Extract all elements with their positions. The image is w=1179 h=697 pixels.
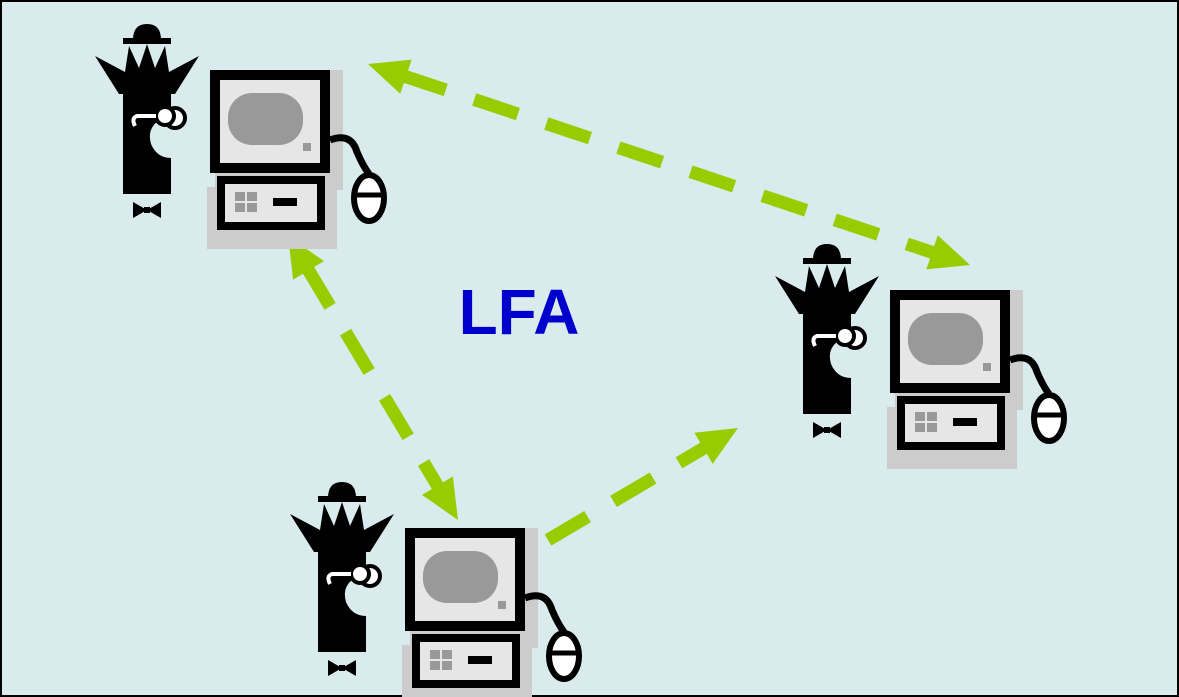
link-line-workstation-bottom-to-workstation-right [544, 440, 711, 546]
arrowhead-workstation-top-left [368, 59, 412, 94]
link-line-workstation-top-left-to-workstation-right [400, 69, 938, 260]
links [288, 59, 970, 546]
link-line-workstation-top-left-to-workstation-bottom [300, 263, 446, 493]
arrowhead-workstation-right [694, 428, 738, 464]
arrowhead-workstation-right [926, 235, 970, 270]
center-label: LFA [459, 276, 580, 348]
arrowhead-workstation-bottom [422, 476, 458, 520]
